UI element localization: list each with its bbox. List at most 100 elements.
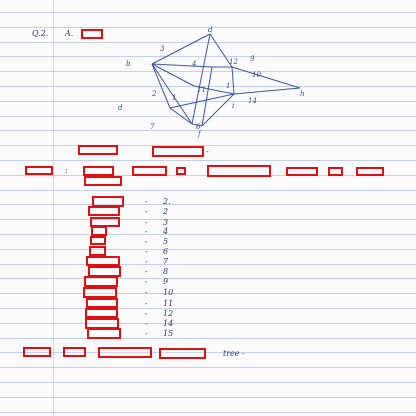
edge-label-box [83,287,117,298]
edge-line [151,33,211,65]
edge-label-box [86,298,118,308]
edge-line [201,93,235,127]
rule-line [0,130,416,131]
rule-line [0,323,416,324]
edge-weight-value: 3 [163,218,169,227]
rule-line [0,367,416,368]
graph-diagram: d b d h f i 3 4 12 9 10 2 11 1 7 6 1 14 [118,26,305,138]
edge-line [151,63,213,68]
edge-dash: - [145,288,148,297]
edge-weight-label: 10 [252,71,261,79]
edge-weight-value: 8 [163,267,169,276]
edge-weight-value: 2 [163,207,169,216]
edge-weight-label: 9 [250,55,255,63]
footer-word-box [23,347,51,357]
edge-line [201,66,213,127]
answer-label: A. [65,29,74,38]
edge-dash: - [145,247,148,256]
edge-weight-value: 14 [163,319,174,328]
step-colon: : [65,166,68,175]
margin-line [53,0,54,416]
edge-label-box [87,328,121,339]
edge-line [169,107,193,125]
step-word-box [84,176,122,186]
edge-line [231,66,235,95]
edge-weight-label: 2 [151,90,157,98]
vertex-label: b [126,60,131,68]
edge-dash: - [145,237,148,246]
title-dash: - [206,147,209,156]
edge-weight-label: 11 [197,86,206,94]
rule-line [0,190,416,191]
title-word-box [78,145,118,155]
answer-text-box [81,29,103,39]
rule-line [0,412,416,413]
footer-word-box [159,348,206,359]
rule-line [0,27,416,28]
question-number: Q.2. [32,29,49,38]
edge-label-box [90,236,106,245]
rule-line [0,116,416,117]
footer-tail-text: tree - [223,349,245,358]
rule-line [0,71,416,72]
edge-dash: - [145,218,148,227]
edge-label-box [84,276,118,287]
rule-line [0,308,416,309]
edge-dash: - [145,277,148,286]
edge-dash: - [145,257,148,266]
footer-word-box [98,347,152,358]
rule-line [0,352,416,353]
edge-dash: - [145,309,148,318]
edge-label-box [85,308,118,318]
edge-dash: - [145,267,148,276]
rule-line [0,160,416,161]
step-word-box [356,167,384,176]
edge-weight-value: 5 [163,237,169,246]
rule-line [0,86,416,87]
edge-line [151,63,193,125]
step-word-box [176,167,186,175]
rule-line [0,293,416,294]
edge-weight-value: 15 [163,329,174,338]
edge-weight-label: 7 [150,123,155,131]
edge-weight-value: 7 [163,257,169,266]
rule-line [0,234,416,235]
rule-line [0,204,416,205]
edge-weight-value: 4 [163,227,169,236]
edge-label-box [91,226,107,236]
edge-line [231,66,301,89]
vertex-label: i [232,102,234,110]
edge-line [151,63,195,87]
edge-line [209,33,233,68]
title-word-box [152,146,204,157]
rule-line [0,101,416,102]
step-label-box [25,166,53,175]
rule-line [0,278,416,279]
rule-line [0,145,416,146]
footer-word-box [63,347,86,357]
edge-weight-label: 3 [160,45,165,53]
step-word-box [83,166,114,176]
edge-dash: - [145,207,148,216]
rule-line [0,12,416,13]
edge-line [151,63,171,109]
edge-line [193,85,235,95]
edge-dash: - [145,197,148,206]
step-word-box [132,166,167,176]
edge-dash: - [145,319,148,328]
step-word-box [207,165,271,177]
vertex-label: d [208,26,213,34]
edge-weight-value: 2. [163,197,171,206]
edge-weight-label: 6 [196,123,201,131]
rule-line [0,219,416,220]
edge-dash: - [145,299,148,308]
edge-line [191,33,211,125]
edge-weight-label: 14 [248,97,257,105]
edge-weight-value: 9 [163,277,169,286]
rule-line [0,264,416,265]
edge-dash: - [145,329,148,338]
rule-line [0,397,416,398]
vertex-label: f [197,130,202,138]
edge-weight-value: 11 [163,299,174,308]
